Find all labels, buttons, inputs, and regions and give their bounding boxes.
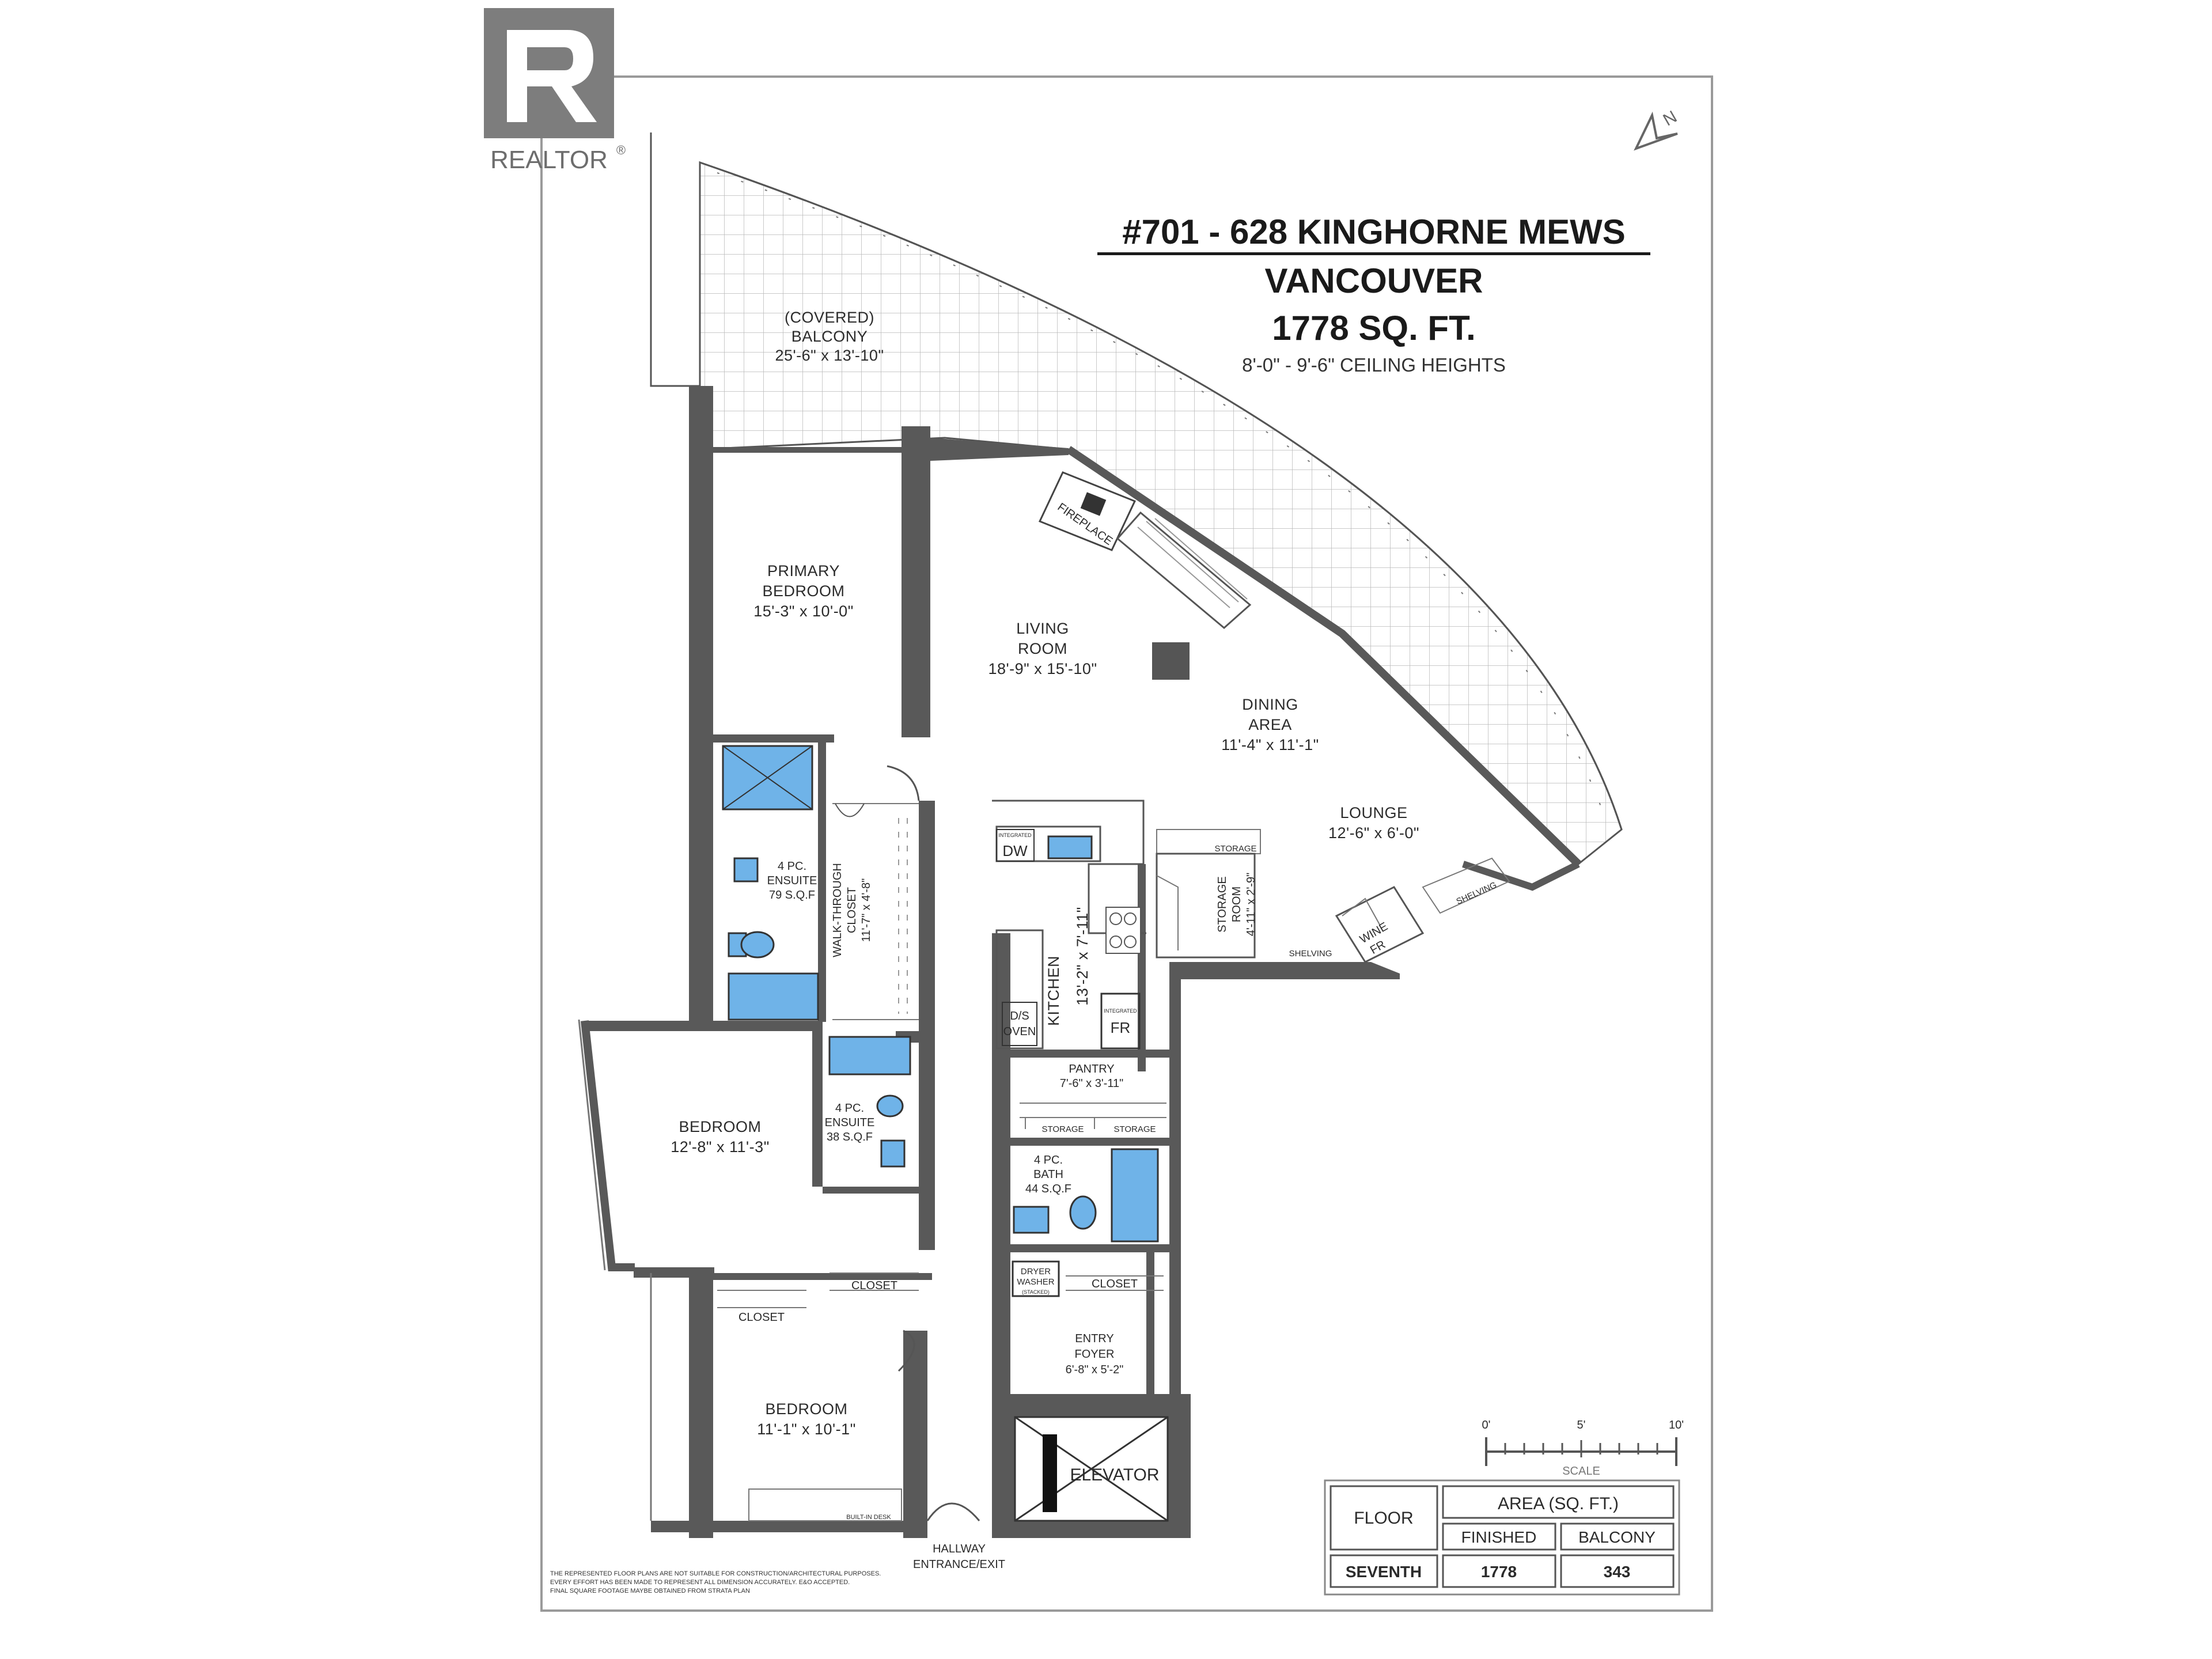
rooms-storage-room-dims-label: 4'-11" x 2'-9" — [1245, 873, 1257, 936]
rooms-primary-bedroom-dims-label: 15'-3" x 10'-0" — [753, 603, 854, 620]
rooms-closet-label: CLOSET — [1092, 1278, 1138, 1290]
disclaimer-line2: EVERY EFFORT HAS BEEN MADE TO REPRESENT … — [550, 1579, 850, 1586]
realtor-wordmark: REALTOR — [490, 146, 608, 174]
disclaimer-line1: THE REPRESENTED FLOOR PLANS ARE NOT SUIT… — [550, 1570, 881, 1577]
rooms-bedroom2-line1-label: BEDROOM — [679, 1118, 761, 1135]
rooms-kitchen-dims-label: 13'-2" x 7'-11" — [1074, 907, 1091, 1006]
rooms-entry-foyer-line1-label: ENTRY — [1075, 1332, 1113, 1345]
rooms-storage-label-label: STORAGE — [1041, 1124, 1084, 1134]
rooms-closet-label: CLOSET — [738, 1311, 785, 1324]
rooms-walk-through-line2-label: CLOSET — [846, 887, 858, 933]
elevator-label: ELEVATOR — [1070, 1465, 1159, 1484]
table-cell-balcony: 343 — [1604, 1563, 1631, 1581]
rooms-storage-room-line2-label: ROOM — [1230, 887, 1243, 922]
rooms-closet-label: CLOSET — [851, 1279, 897, 1292]
rooms-balcony-line1-label: (COVERED) — [785, 309, 874, 326]
rooms-dining-area-line1-label: DINING — [1242, 696, 1298, 713]
rooms-ensuite2-line1-label: 4 PC. — [835, 1102, 864, 1115]
rooms-integrated-label: INTEGRATED — [998, 832, 1032, 838]
rooms-bath-line3-label: 44 S.Q.F — [1025, 1183, 1071, 1195]
rooms-living-room-dims-label: 18'-9" x 15'-10" — [988, 660, 1097, 677]
scale-t5-label: 5' — [1577, 1419, 1586, 1431]
balcony-area — [650, 132, 1623, 865]
rooms-dining-area-line2-label: AREA — [1248, 716, 1292, 733]
city: VANCOUVER — [1265, 262, 1483, 300]
ceiling-heights: 8'-0" - 9'-6" CEILING HEIGHTS — [1242, 354, 1506, 376]
rooms-fr-label: FR — [1111, 1019, 1131, 1036]
realtor-logo: REALTOR ® — [484, 8, 626, 174]
table-row: SEVENTH — [1346, 1563, 1422, 1581]
rooms-ensuite2-line2-label: ENSUITE — [825, 1116, 875, 1129]
rooms-lounge-dims-label: 12'-6" x 6'-0" — [1328, 824, 1419, 842]
table-header-finished: FINISHED — [1461, 1528, 1537, 1546]
rooms-primary-bedroom-line2-label: BEDROOM — [762, 582, 844, 600]
rooms-kitchen-line1-label: KITCHEN — [1045, 956, 1062, 1026]
rooms-storage-label-label: STORAGE — [1113, 1124, 1156, 1134]
rooms-oven-line1-label: D/S — [1010, 1010, 1029, 1022]
rooms-bedroom3-line1-label: BEDROOM — [765, 1400, 847, 1418]
rooms-built-in-desk-label: BUILT-IN DESK — [846, 1514, 891, 1521]
scale-t0-label: 0' — [1482, 1419, 1491, 1431]
rooms-hallway-line1-label: HALLWAY — [933, 1543, 986, 1555]
rooms-walk-through-line1-label: WALK-THROUGH — [831, 863, 844, 957]
rooms-ensuite-primary-line2-label: ENSUITE — [767, 874, 817, 887]
rooms-dryer-line1-label: DRYER — [1021, 1267, 1051, 1277]
rooms-lounge-line1-label: LOUNGE — [1340, 804, 1407, 821]
area-table — [1324, 1479, 1680, 1596]
structural-column — [1152, 642, 1190, 680]
rooms-primary-bedroom-line1-label: PRIMARY — [767, 562, 840, 579]
disclaimer-line3: FINAL SQUARE FOOTAGE MAYBE OBTAINED FROM… — [550, 1588, 750, 1594]
unit-address: #701 - 628 KINGHORNE MEWS — [1122, 213, 1626, 251]
rooms-entry-foyer-dims-label: 6'-8" x 5'-2" — [1066, 1363, 1124, 1376]
table-header-area: AREA (SQ. FT.) — [1498, 1494, 1619, 1513]
scale-bar: 0' 5' 10' SCALE — [1482, 1419, 1684, 1478]
table-header-balcony: BALCONY — [1578, 1528, 1656, 1546]
kitchen-area: INTEGRATED DW — [992, 800, 1146, 1050]
rooms-living-room-line2-label: ROOM — [1018, 640, 1067, 657]
rooms-walk-through-dims-label: 11'-7" x 4'-8" — [860, 878, 873, 942]
rooms-dryer-line3-label: (STACKED) — [1022, 1289, 1050, 1295]
table-header-floor: FLOOR — [1354, 1509, 1413, 1528]
scale-label-label: SCALE — [1562, 1465, 1600, 1478]
scale-t10-label: 10' — [1669, 1419, 1684, 1431]
rooms-balcony-line2-label: BALCONY — [791, 328, 868, 345]
rooms-living-room-line1-label: LIVING — [1016, 620, 1069, 637]
rooms-ensuite-primary-line3-label: 79 S.Q.F — [769, 889, 815, 902]
rooms-dining-area-dims-label: 11'-4" x 11'-1" — [1221, 736, 1319, 753]
registered-mark: ® — [616, 143, 626, 157]
rooms-pantry-dims-label: 7'-6" x 3'-11" — [1060, 1077, 1123, 1090]
rooms-entry-foyer-line2-label: FOYER — [1075, 1348, 1115, 1361]
rooms-storage-room-line1-label: STORAGE — [1216, 876, 1229, 932]
total-area: 1778 SQ. FT. — [1272, 309, 1476, 347]
rooms-dw-label: DW — [1002, 842, 1028, 859]
rooms-ensuite2-line3-label: 38 S.Q.F — [827, 1131, 873, 1143]
rooms-oven-line2-label: OVEN — [1003, 1025, 1036, 1038]
rooms-dryer-line2-label: WASHER — [1017, 1277, 1054, 1287]
rooms-bath-line2-label: BATH — [1033, 1168, 1063, 1181]
rooms-bath-line1-label: 4 PC. — [1034, 1154, 1063, 1166]
rooms-storage-label-label: STORAGE — [1214, 844, 1256, 854]
rooms-bedroom2-dims-label: 12'-8" x 11'-3" — [671, 1138, 770, 1156]
rooms-bedroom3-dims-label: 11'-1" x 10'-1" — [757, 1421, 856, 1438]
rooms-ensuite-primary-line1-label: 4 PC. — [778, 860, 806, 873]
rooms-pantry-line1-label: PANTRY — [1069, 1063, 1114, 1075]
rooms-shelving-label: SHELVING — [1289, 949, 1332, 959]
rooms-integrated-label: INTEGRATED — [1104, 1008, 1137, 1014]
table-cell-finished: 1778 — [1481, 1563, 1517, 1581]
fireplace-icon — [1038, 471, 1252, 629]
rooms-hallway-line2-label: ENTRANCE/EXIT — [913, 1558, 1005, 1571]
rooms-balcony-dims-label: 25'-6" x 13'-10" — [775, 347, 884, 364]
elevator — [1014, 1416, 1169, 1522]
